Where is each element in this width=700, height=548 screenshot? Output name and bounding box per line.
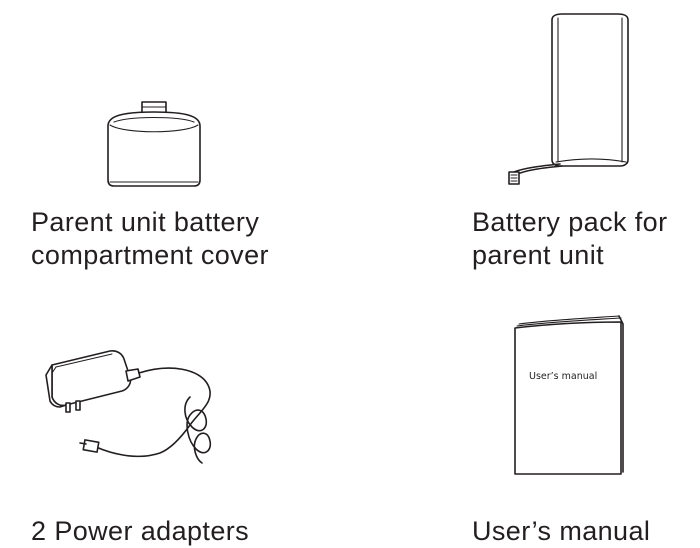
caption-line: 2 Power adapters [31,516,250,546]
caption-line: User’s manual [472,516,651,546]
battery-cover-icon [107,101,201,187]
caption-line: Battery pack for [472,207,668,237]
manual-booklet-icon: User’s manual [514,315,624,475]
battery-pack-icon [508,13,629,185]
caption-line: Parent unit battery [31,207,260,237]
power-adapter-icon [45,350,212,464]
caption-line: parent unit [472,240,604,270]
booklet-cover-text: User’s manual [529,371,597,382]
caption-line: compartment cover [31,240,269,270]
